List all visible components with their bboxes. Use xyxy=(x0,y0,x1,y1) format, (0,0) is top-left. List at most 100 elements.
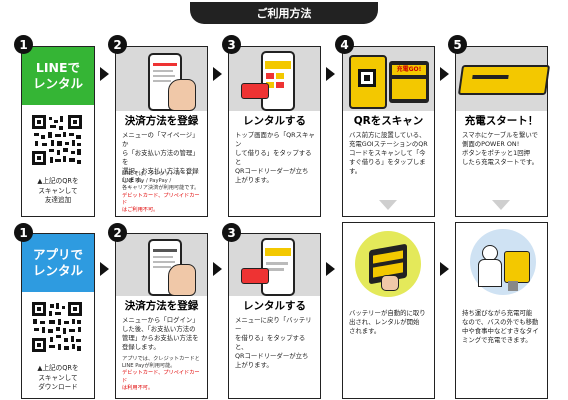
battery-eject-card: バッテリーが自動的に取り 出され、レンタルが開始 されます。 xyxy=(342,222,435,399)
desc-line: 持ち運びながら充電可能 xyxy=(462,309,533,317)
app-rental-heading-line1: アプリで xyxy=(32,247,83,262)
desc-line: した後、「お支払い方法の xyxy=(122,325,196,333)
step3-description: トップ画面から「QRスキャン して借りる」をタップすると QRコードリーダーが立… xyxy=(235,131,315,185)
battery-icon xyxy=(457,65,551,95)
desc-line: 上がります。 xyxy=(235,361,273,369)
desc-line: 充電GOIステーションのQR xyxy=(349,140,428,148)
arrow-down-icon xyxy=(492,200,510,210)
app-caption-line3: ダウンロード xyxy=(38,383,78,391)
desc-line: コードをスキャンして「今 xyxy=(349,149,426,157)
desc-line: 登録します。 xyxy=(122,343,160,351)
step4-title: QRをスキャン xyxy=(353,115,424,127)
step5-illustration xyxy=(456,47,551,111)
note-line: 各キャリア決済が利用可能です。 xyxy=(122,185,200,192)
battery-eject-description: バッテリーが自動的に取り 出され、レンタルが開始 されます。 xyxy=(349,309,429,336)
line-qr-code[interactable] xyxy=(32,115,82,165)
step-number-1: 1 xyxy=(14,223,33,242)
step5-description: スマホにケーブルを繋いで 側面のPOWER ON! ボタンをポチッと1回押 した… xyxy=(462,131,542,167)
station-logo: 充電GO! xyxy=(392,65,426,75)
step3-title: レンタルする xyxy=(243,115,306,127)
desc-line: バッテリーが自動的に取り xyxy=(349,309,426,317)
phone-icon xyxy=(261,51,295,111)
note-line: アプリでは、クレジットカードと xyxy=(122,356,200,362)
desc-line: すぐ借りる」をタップします。 xyxy=(349,158,426,175)
note-line: LINE Pay / PayPay / xyxy=(122,178,172,185)
line-rental-heading-line2: レンタル xyxy=(32,76,83,91)
desc-line: されます。 xyxy=(349,327,381,335)
person-charging-illustration xyxy=(470,229,536,295)
line-rental-card: LINEで レンタル ▲上記のQRを スキャンして 友達追加 xyxy=(21,46,95,217)
step2-app-title: 決済方法を登録 xyxy=(124,300,199,312)
step-number-5: 5 xyxy=(448,35,467,54)
step2-app-illustration xyxy=(116,234,207,296)
step3-app-illustration xyxy=(229,234,320,296)
step-number-3: 3 xyxy=(222,223,241,242)
pointing-hand-icon xyxy=(241,83,269,99)
note-line: LINEでは、クレジットカード / xyxy=(122,171,195,177)
step5-card: 充電スタート！ スマホにケーブルを繋いで 側面のPOWER ON! ボタンをポチ… xyxy=(455,46,551,217)
step3-app-description: メニューに戻り「バッテリー を借りる」をタップすると、 QRコードリーダーが立ち… xyxy=(235,316,315,370)
desc-line: メニューの「マイページ」か xyxy=(122,131,199,148)
arrow-right-icon xyxy=(100,262,109,276)
desc-line: 中や食事中などすきなタイ xyxy=(462,327,539,335)
desc-line: したら充電スタートです。 xyxy=(462,158,539,166)
phone-icon xyxy=(261,238,295,296)
desc-line: QRコードリーダーが立ち xyxy=(235,167,309,175)
arrow-right-icon xyxy=(326,262,335,276)
app-rental-card: アプリで レンタル ▲上記のQRを スキャンして ダウンロード xyxy=(21,233,95,399)
desc-line: 側面のPOWER ON! xyxy=(462,140,520,148)
line-caption-line1: ▲上記のQRを xyxy=(37,177,79,185)
arrow-right-icon xyxy=(213,262,222,276)
charge-anywhere-card: 持ち運びながら充電可能 なので、バスの外でも移動 中や食事中などすきなタイ ミン… xyxy=(455,222,548,399)
step2-card-app: 決済方法を登録 メニューから「ログイン」 した後、「お支払い方法の 管理」からお… xyxy=(115,233,208,399)
app-qr-code[interactable] xyxy=(32,302,82,352)
line-qr-caption: ▲上記のQRを スキャンして 友達追加 xyxy=(24,177,92,206)
step3-card-app: レンタルする メニューに戻り「バッテリー を借りる」をタップすると、 QRコード… xyxy=(228,233,321,399)
step-number-2: 2 xyxy=(108,223,127,242)
note-warning-line: デビットカード、プリペイドカード xyxy=(122,370,200,384)
step2-description: メニューの「マイページ」か ら「お支払い方法の管理」を 選択。お支払い方法を登録… xyxy=(122,131,202,185)
arrow-right-icon xyxy=(100,67,109,81)
note-warning-line: デビットカード、プリペイドカード xyxy=(122,192,200,206)
step5-title: 充電スタート！ xyxy=(464,115,539,127)
desc-line: スマホにケーブルを繋いで xyxy=(462,131,538,139)
hand-icon xyxy=(168,264,196,296)
note-warning-line: は利用不可。 xyxy=(122,384,154,391)
hand-icon xyxy=(168,79,196,111)
charge-anywhere-description: 持ち運びながら充電可能 なので、バスの外でも移動 中や食事中などすきなタイ ミン… xyxy=(462,309,542,345)
app-rental-header: アプリで レンタル xyxy=(22,234,94,292)
step-number-3: 3 xyxy=(222,35,241,54)
hand-icon xyxy=(381,275,399,291)
desc-line: バス前方に設置している、 xyxy=(349,131,426,139)
step-number-2: 2 xyxy=(108,35,127,54)
desc-line: 上がります。 xyxy=(235,176,273,184)
desc-line: 出され、レンタルが開始 xyxy=(349,318,420,326)
step3-card-line: レンタルする トップ画面から「QRスキャン して借りる」をタップすると QRコー… xyxy=(228,46,321,217)
arrow-down-icon xyxy=(379,200,397,210)
pointing-hand-icon xyxy=(241,268,269,284)
page-title: ご利用方法 xyxy=(190,2,378,24)
desc-line: を借りる」をタップすると、 xyxy=(235,334,306,351)
desc-line: なので、バスの外でも移動 xyxy=(462,318,539,326)
desc-line: メニューから「ログイン」 xyxy=(122,316,199,324)
step2-app-note: アプリでは、クレジットカードと LINE Payが利用可能。 デビットカード、プ… xyxy=(122,356,202,392)
app-qr-caption: ▲上記のQRを スキャンして ダウンロード xyxy=(24,364,92,393)
station-illustration xyxy=(355,231,421,297)
desc-line: QRコードリーダーが立ち xyxy=(235,352,309,360)
step4-card: 充電GO! QRをスキャン バス前方に設置している、 充電GOIステーションのQ… xyxy=(342,46,435,217)
note-warning-line: はご利用不可。 xyxy=(122,207,159,214)
step2-title: 決済方法を登録 xyxy=(124,115,199,127)
step2-illustration xyxy=(116,47,207,111)
battery-icon xyxy=(504,251,530,283)
desc-line: メニューに戻り「バッテリー xyxy=(235,316,312,333)
phone-scanning-icon xyxy=(349,55,387,109)
desc-line: ら「お支払い方法の管理」を xyxy=(122,149,199,166)
app-rental-heading-line2: レンタル xyxy=(32,263,83,278)
step2-note: LINEでは、クレジットカード / LINE Pay / PayPay / 各キ… xyxy=(122,171,202,214)
desc-line: 選択。お支払い方法を登録 xyxy=(122,167,199,175)
line-rental-header: LINEで レンタル xyxy=(22,47,94,105)
step3-illustration xyxy=(229,47,320,111)
app-caption-line2: スキャンして xyxy=(38,373,78,382)
desc-line: ボタンをポチッと1回押 xyxy=(462,149,530,157)
step4-description: バス前方に設置している、 充電GOIステーションのQR コードをスキャンして「今… xyxy=(349,131,429,176)
